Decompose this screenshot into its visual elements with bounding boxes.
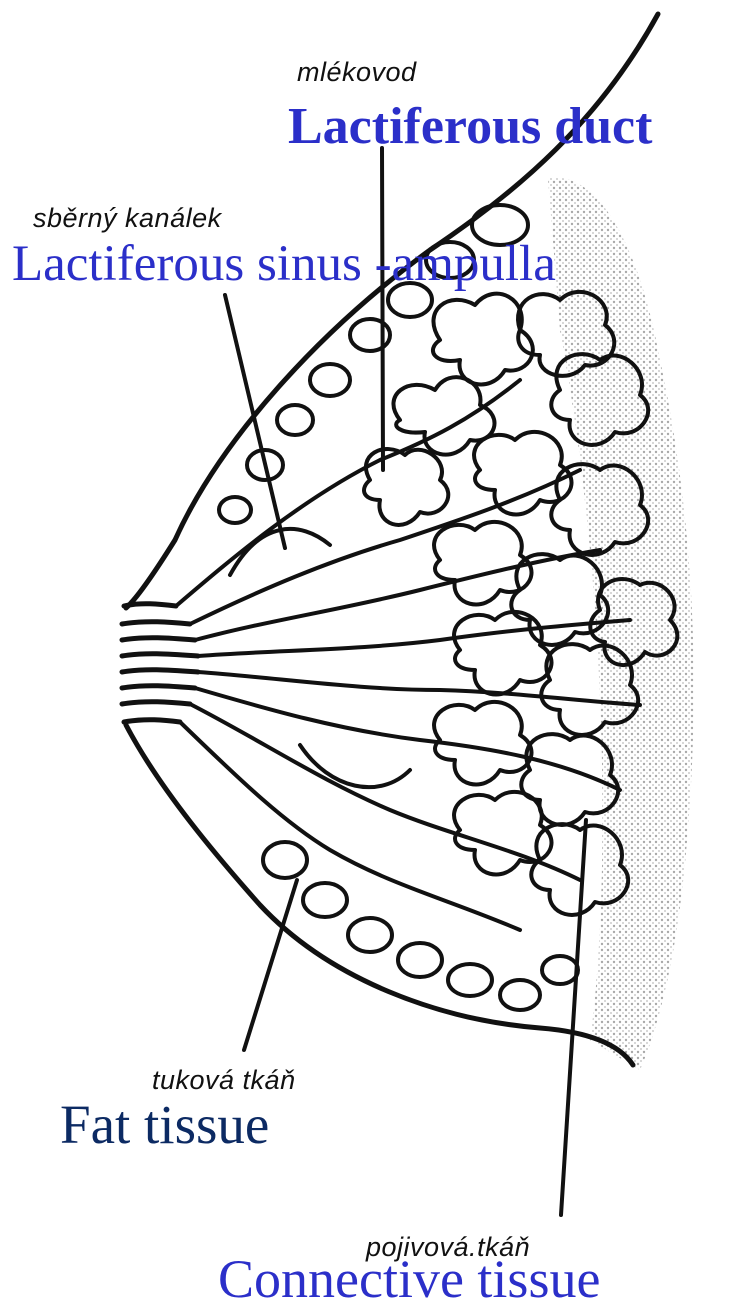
nipple	[122, 604, 198, 722]
leader-line-duct	[382, 148, 383, 470]
label-fat-tissue: Fat tissue	[60, 1093, 269, 1156]
breast-outline-lower	[126, 725, 633, 1065]
label-connective-tissue: Connective tissue	[218, 1248, 600, 1310]
leader-line-fat	[244, 880, 297, 1050]
label-duct-czech: mlékovod	[297, 57, 417, 88]
label-lactiferous-sinus: Lactiferous sinus -ampulla	[12, 235, 556, 293]
leader-line-connective	[561, 820, 586, 1215]
label-fat-czech: tuková tkáň	[152, 1065, 296, 1096]
label-lactiferous-duct: Lactiferous duct	[288, 97, 652, 156]
fat-cells-lower	[263, 842, 578, 1010]
label-sinus-czech: sběrný kanálek	[33, 203, 222, 234]
